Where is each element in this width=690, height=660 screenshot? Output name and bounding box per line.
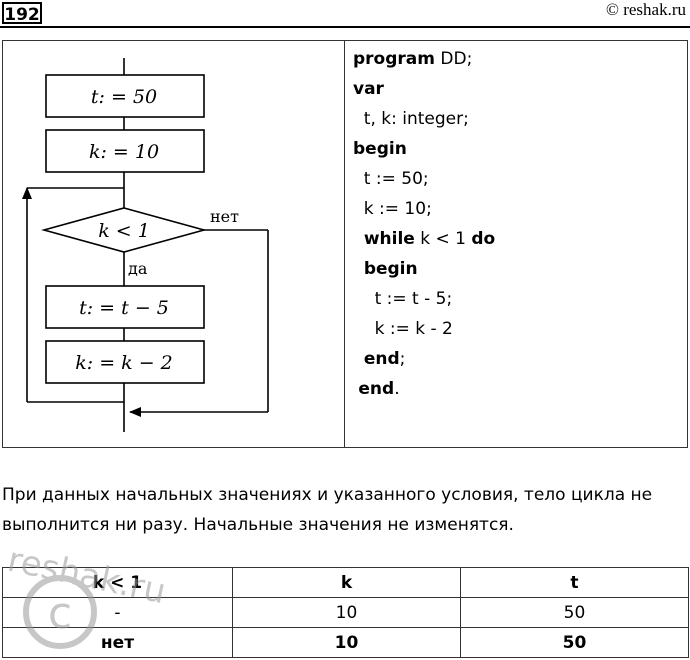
code-text: t, k: integer; [353,109,469,129]
frame-divider [344,40,345,448]
table-header: t [460,567,689,598]
table-row: - 10 50 [2,597,689,628]
pascal-code: program DD; var t, k: integer; begin t :… [353,44,495,404]
code-kw: while [363,229,415,249]
exercise-number: 192 [2,2,42,25]
flow-box-t-init [45,74,205,118]
table-cell: 10 [232,627,461,658]
code-text: DD; [434,49,473,69]
header-rule [0,26,690,28]
flowchart: t: = 50 k: = 10 k < 1 t: = t − 5 k: = k … [22,58,269,432]
code-kw: do [471,229,496,249]
code-text: k < 1 [414,229,472,249]
flow-box-t-body [45,285,205,329]
flow-box-k-body [45,340,205,384]
code-kw: var [353,79,384,99]
table-header: k [232,567,461,598]
code-kw: program [353,49,435,69]
table-cell: 50 [460,597,689,628]
table-cell: 10 [232,597,461,628]
answer-paragraph: При данных начальных значениях и указанн… [2,485,653,535]
flow-text-k-body: k: = k − 2 [75,352,173,374]
table-cell: - [2,597,233,628]
table-header: k < 1 [2,567,233,598]
flow-text-t-init: t: = 50 [91,86,157,108]
flow-label-no: нет [210,207,239,226]
code-kw: end [358,379,395,399]
site-watermark-label: © reshak.ru [606,0,686,19]
table-cell: нет [2,627,233,658]
flow-text-condition: k < 1 [98,220,150,242]
code-text: k := 10; [353,199,432,219]
flow-text-k-init: k: = 10 [89,141,159,163]
task-frame [2,40,688,448]
table-row: нет 10 50 [2,627,689,658]
code-text: . [394,379,400,399]
flow-box-k-init [45,129,205,173]
flow-text-t-body: t: = t − 5 [79,297,169,319]
code-kw: end [363,349,400,369]
table-header-row: k < 1 k t [2,567,689,598]
flow-label-yes: да [128,259,148,278]
table-cell: 50 [460,627,689,658]
code-text: t := 50; [353,169,429,189]
code-text: k := k - 2 [353,319,453,339]
trace-table: k < 1 k t - 10 50 нет 10 50 [2,567,689,658]
code-text: ; [399,349,406,369]
code-kw: begin [353,139,407,159]
code-kw: begin [363,259,418,279]
code-text: t := t - 5; [353,289,453,309]
